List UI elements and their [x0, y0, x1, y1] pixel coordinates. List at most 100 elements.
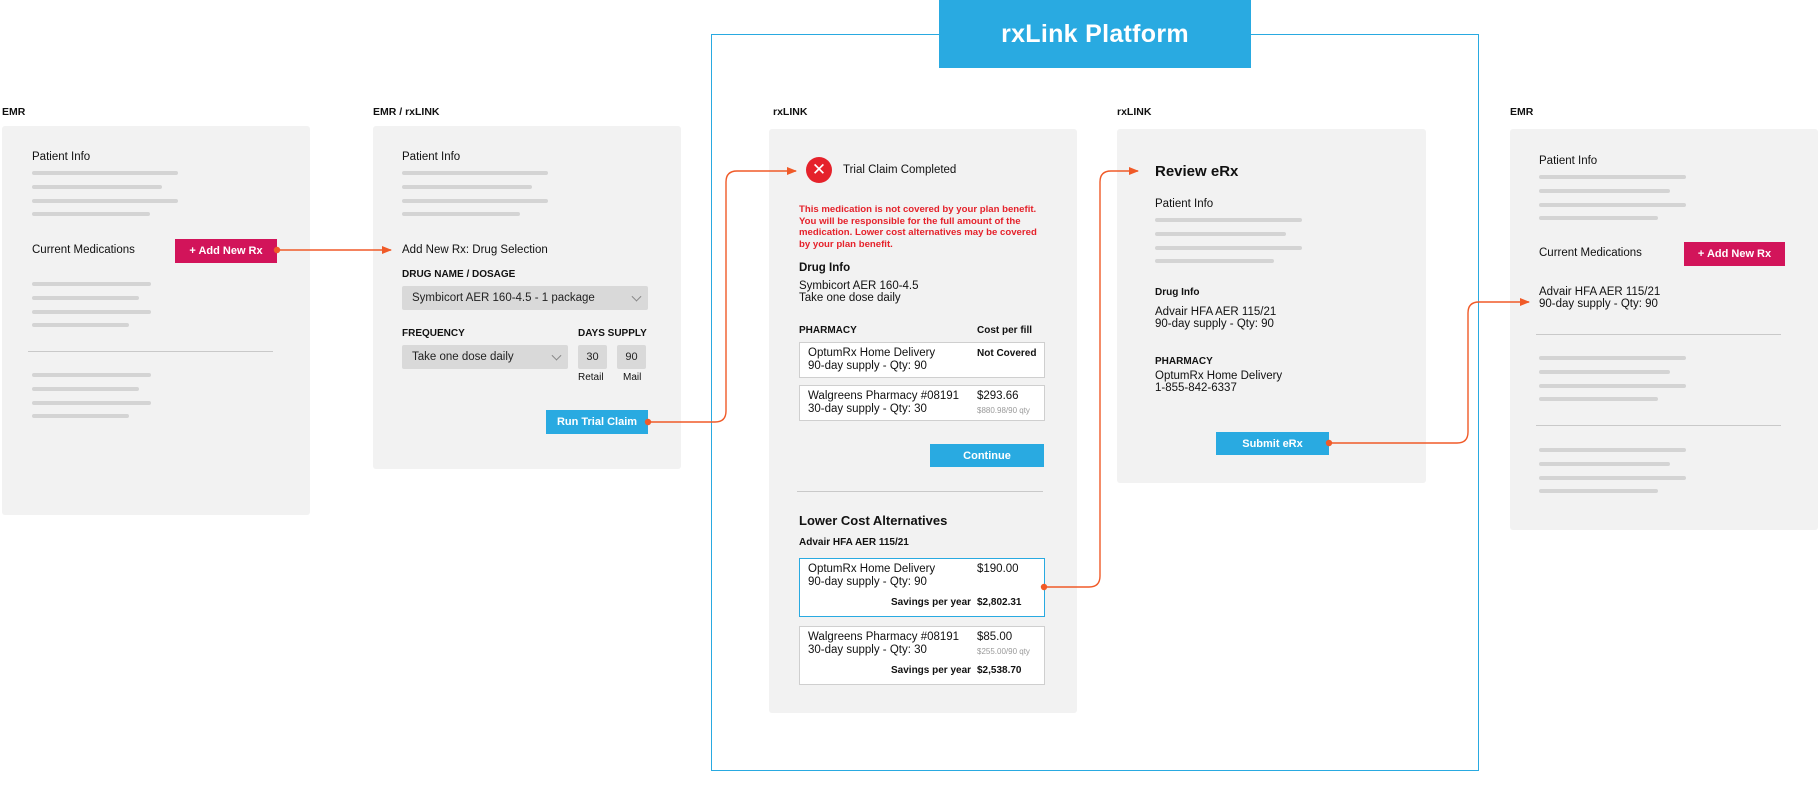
placeholder-line: [1539, 397, 1658, 401]
pharmacy-label: PHARMACY: [799, 325, 857, 336]
review-erx-screen: [1117, 129, 1426, 483]
placeholder-line: [402, 171, 548, 175]
placeholder-line: [1539, 489, 1658, 493]
current-medications-label: Current Medications: [32, 244, 135, 256]
alternative-option-walgreens[interactable]: Walgreens Pharmacy #08191 30-day supply …: [799, 626, 1045, 685]
emr-header: EMR: [2, 106, 26, 118]
pharmacy-supply: 30-day supply - Qty: 30: [808, 403, 927, 415]
pharmacy-name: OptumRx Home Delivery: [1155, 370, 1283, 382]
placeholder-line: [1539, 216, 1658, 220]
divider: [1536, 334, 1781, 335]
connector-dot: [273, 246, 281, 254]
pharmacy-cost: Not Covered: [977, 348, 1037, 359]
platform-title: rxLink Platform: [939, 0, 1251, 68]
drug-name-label: DRUG NAME / DOSAGE: [402, 269, 516, 280]
placeholder-line: [402, 212, 520, 216]
savings-label: Savings per year: [891, 597, 972, 608]
placeholder-line: [1539, 189, 1670, 193]
drug-dosage-value: Symbicort AER 160-4.5 - 1 package: [412, 292, 595, 304]
placeholder-line: [1155, 232, 1286, 236]
drug-selection-title: Add New Rx: Drug Selection: [402, 244, 548, 256]
pharmacy-cost-sub: $880.98/90 qty: [977, 406, 1030, 415]
placeholder-line: [32, 310, 151, 314]
mail-days-input[interactable]: 90: [617, 345, 646, 369]
placeholder-line: [402, 199, 548, 203]
connector-dot: [1325, 439, 1333, 447]
placeholder-line: [32, 199, 178, 203]
placeholder-line: [1539, 356, 1686, 360]
pharmacy-option-optumrx[interactable]: OptumRx Home Delivery 90-day supply - Qt…: [799, 342, 1045, 378]
placeholder-line: [32, 185, 162, 189]
placeholder-line: [32, 373, 151, 377]
pharmacy-option-walgreens[interactable]: Walgreens Pharmacy #08191 30-day supply …: [799, 385, 1045, 421]
divider: [1536, 425, 1781, 426]
mail-label: Mail: [623, 372, 642, 383]
patient-info-label: Patient Info: [1539, 155, 1598, 167]
placeholder-line: [32, 212, 150, 216]
frequency-label: FREQUENCY: [402, 328, 465, 339]
placeholder-line: [1539, 384, 1686, 388]
placeholder-line: [32, 387, 139, 391]
error-icon: ✕: [806, 157, 832, 183]
current-medications-label: Current Medications: [1539, 247, 1642, 259]
warning-line: by your plan benefit.: [799, 238, 893, 250]
drug-name: Symbicort AER 160-4.5: [799, 280, 919, 292]
pharmacy-label: PHARMACY: [1155, 356, 1213, 367]
warning-line: medication. Lower cost alternatives may …: [799, 227, 1037, 238]
warning-line: This medication is not covered by your p…: [799, 204, 1037, 215]
coverage-warning: This medication is not covered by your p…: [799, 204, 1037, 250]
divider: [797, 491, 1043, 492]
drug-dosage-select[interactable]: Symbicort AER 160-4.5 - 1 package: [402, 286, 648, 310]
placeholder-line: [402, 185, 532, 189]
connector-dot: [1040, 583, 1048, 591]
medication-supply: 90-day supply - Qty: 90: [1539, 298, 1658, 310]
savings-value: $2,802.31: [977, 597, 1022, 608]
placeholder-line: [1155, 246, 1302, 250]
emr-header: EMR: [1510, 106, 1534, 118]
placeholder-line: [32, 282, 151, 286]
placeholder-line: [1155, 259, 1274, 263]
placeholder-line: [32, 296, 139, 300]
placeholder-line: [1539, 203, 1686, 207]
placeholder-line: [32, 323, 129, 327]
connector-trial-claim-to-result: [648, 167, 797, 423]
placeholder-line: [1539, 175, 1686, 179]
patient-info-label: Patient Info: [1155, 198, 1214, 210]
pharmacy-supply: 90-day supply - Qty: 90: [808, 576, 927, 588]
frequency-select[interactable]: Take one dose daily: [402, 345, 568, 369]
warning-line: You will be responsible for the full amo…: [799, 215, 1021, 227]
add-new-rx-button[interactable]: + Add New Rx: [175, 239, 277, 263]
savings-label: Savings per year: [891, 665, 972, 676]
placeholder-line: [32, 171, 178, 175]
placeholder-line: [1539, 370, 1670, 374]
alternative-option-optumrx[interactable]: OptumRx Home Delivery 90-day supply - Qt…: [799, 558, 1045, 617]
run-trial-claim-button[interactable]: Run Trial Claim: [546, 410, 648, 434]
pharmacy-name: OptumRx Home Delivery: [808, 563, 936, 575]
frequency-value: Take one dose daily: [412, 351, 514, 363]
drug-supply: 90-day supply - Qty: 90: [1155, 318, 1274, 330]
add-new-rx-button[interactable]: + Add New Rx: [1684, 242, 1785, 266]
pharmacy-cost: $293.66: [977, 390, 1019, 402]
pharmacy-phone: 1-855-842-6337: [1155, 382, 1237, 394]
emr-rxlink-header: EMR / rxLINK: [373, 106, 440, 118]
placeholder-line: [1539, 462, 1670, 466]
drug-name: Advair HFA AER 115/21: [1155, 306, 1277, 318]
rxlink-header: rxLINK: [773, 106, 808, 118]
drug-info-label: Drug Info: [1155, 287, 1200, 298]
pharmacy-cost: $85.00: [977, 631, 1013, 643]
placeholder-line: [1539, 476, 1686, 480]
pharmacy-supply: 90-day supply - Qty: 90: [808, 360, 927, 372]
retail-days-input[interactable]: 30: [578, 345, 607, 369]
submit-erx-button[interactable]: Submit eRx: [1216, 432, 1329, 455]
rxlink-review-header: rxLINK: [1117, 106, 1152, 118]
lower-cost-alternatives-title: Lower Cost Alternatives: [799, 513, 948, 528]
pharmacy-cost-sub: $255.00/90 qty: [977, 647, 1030, 656]
cost-per-fill-label: Cost per fill: [977, 325, 1033, 336]
continue-button[interactable]: Continue: [930, 444, 1044, 467]
retail-label: Retail: [578, 372, 604, 383]
pharmacy-cost: $190.00: [977, 563, 1019, 575]
patient-info-label: Patient Info: [402, 151, 461, 163]
patient-info-label: Patient Info: [32, 151, 91, 163]
connector-dot: [644, 418, 652, 426]
